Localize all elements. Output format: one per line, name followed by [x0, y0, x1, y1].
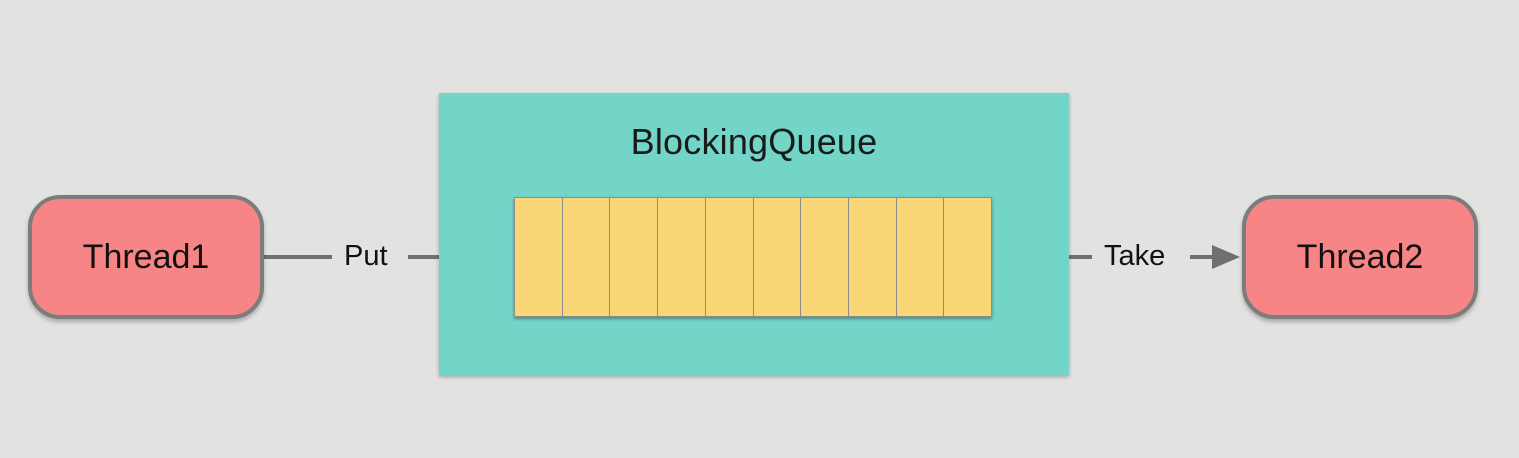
queue-slot: [514, 197, 563, 317]
queue-slot: [847, 197, 897, 317]
queue-slot: [943, 197, 993, 317]
queue-slot: [752, 197, 802, 317]
queue-slot: [895, 197, 945, 317]
thread2-label: Thread2: [1296, 237, 1424, 276]
thread1-node: Thread1: [28, 195, 264, 319]
queue-slot: [800, 197, 849, 317]
queue-buffer: [514, 197, 993, 317]
take-arrowhead: [1212, 245, 1240, 269]
queue-slot: [704, 197, 754, 317]
take-label: Take: [1104, 240, 1166, 272]
blocking-queue-container: BlockingQueue: [439, 93, 1069, 375]
thread2-node: Thread2: [1242, 195, 1478, 319]
queue-title: BlockingQueue: [630, 121, 878, 162]
queue-slot: [657, 197, 706, 317]
thread1-label: Thread1: [82, 237, 210, 276]
queue-slot: [609, 197, 659, 317]
queue-slot: [561, 197, 611, 317]
put-label: Put: [344, 240, 388, 272]
